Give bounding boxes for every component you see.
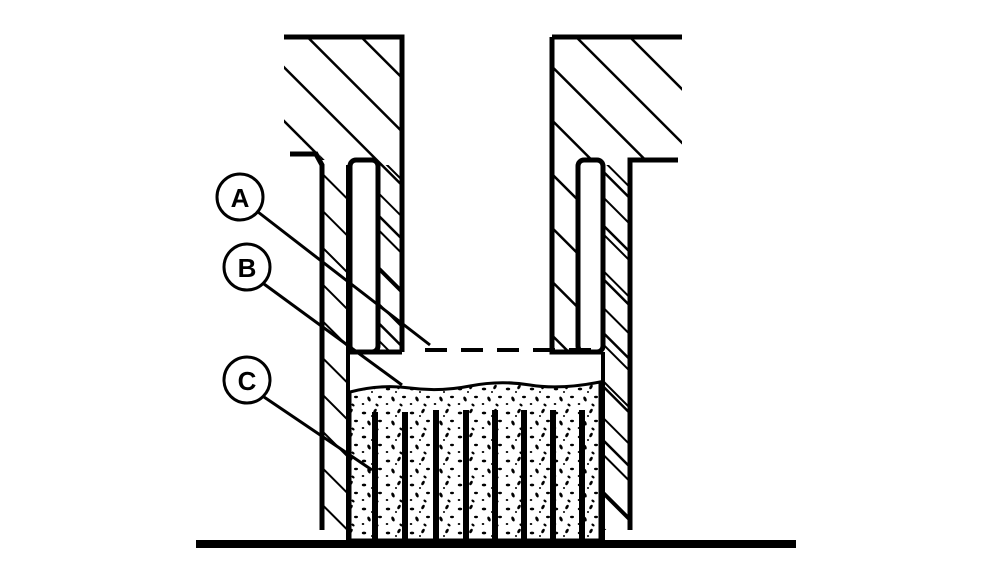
callout-c-label: C bbox=[238, 366, 257, 396]
callout-a-label: A bbox=[231, 183, 250, 213]
base-line bbox=[196, 540, 796, 548]
callout-b-label: B bbox=[238, 253, 257, 283]
right-inner-sleeve bbox=[575, 157, 606, 355]
left-upper-block bbox=[284, 34, 405, 530]
vertical-rods bbox=[372, 410, 585, 540]
left-outer-wall bbox=[324, 165, 348, 530]
callout-a: A bbox=[215, 172, 431, 347]
callout-c: C bbox=[222, 355, 373, 472]
left-inner-sleeve bbox=[347, 157, 381, 355]
callout-b: B bbox=[222, 242, 403, 387]
granular-packing bbox=[348, 380, 602, 542]
